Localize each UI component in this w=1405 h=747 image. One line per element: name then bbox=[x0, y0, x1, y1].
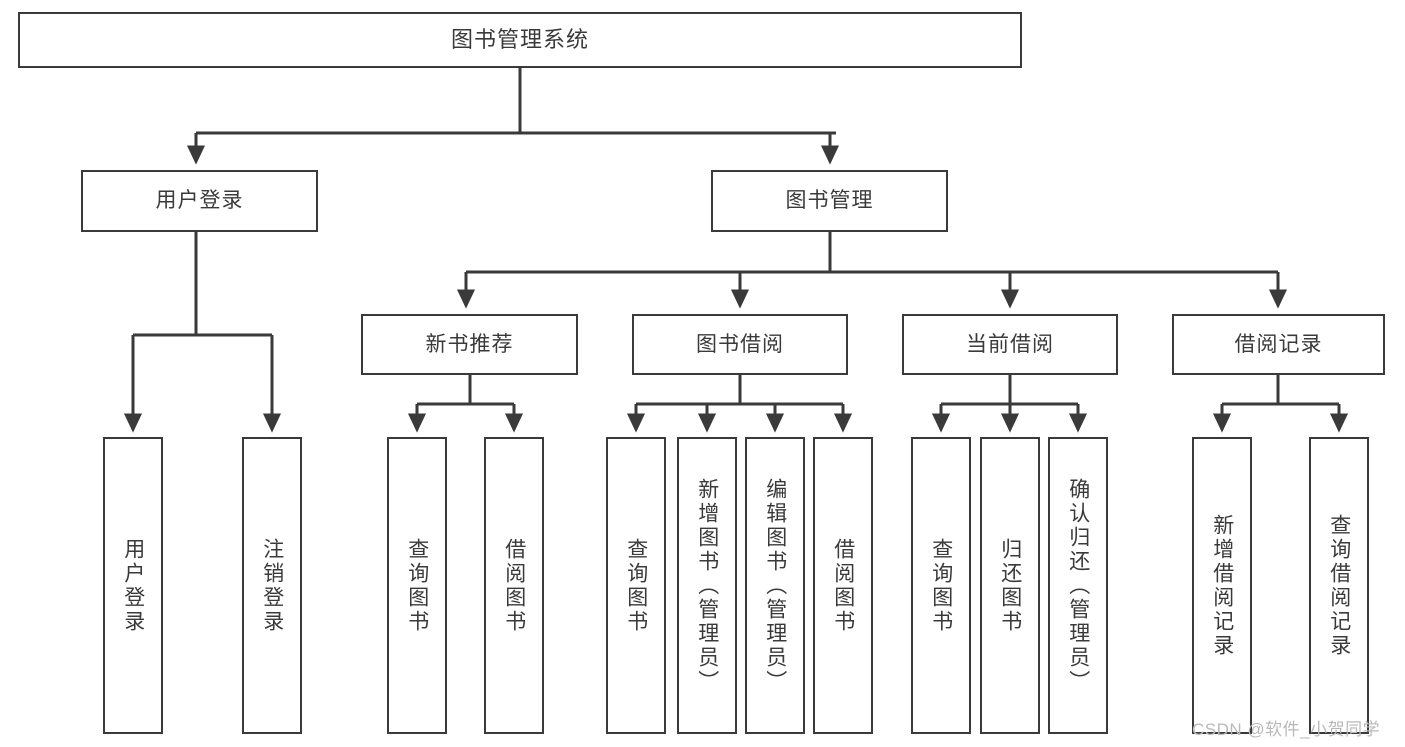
node-leaf-query-books-recommendation[interactable]: 查询图书 bbox=[387, 437, 447, 734]
node-current-borrowing[interactable]: 当前借阅 bbox=[902, 314, 1118, 375]
watermark-text: CSDN @软件_小贺同学 bbox=[1192, 720, 1381, 739]
node-leaf-user-login[interactable]: 用户登录 bbox=[103, 437, 163, 734]
node-label: 图书管理系统 bbox=[450, 26, 589, 52]
node-label: 编辑图书（管理员） bbox=[763, 477, 787, 694]
node-book-management[interactable]: 图书管理 bbox=[711, 170, 948, 232]
node-leaf-query-books-current[interactable]: 查询图书 bbox=[911, 437, 971, 734]
node-label: 图书借阅 bbox=[696, 332, 784, 356]
node-borrowing-records[interactable]: 借阅记录 bbox=[1172, 314, 1385, 375]
node-label: 用户登录 bbox=[121, 537, 145, 634]
node-leaf-confirm-return-admin[interactable]: 确认归还（管理员） bbox=[1048, 437, 1108, 734]
node-label: 查询图书 bbox=[624, 537, 648, 634]
node-leaf-logout[interactable]: 注销登录 bbox=[242, 437, 302, 734]
node-label: 新增图书（管理员） bbox=[695, 477, 719, 694]
node-leaf-add-book-admin[interactable]: 新增图书（管理员） bbox=[677, 437, 737, 734]
node-new-book-recommendation[interactable]: 新书推荐 bbox=[361, 314, 578, 375]
node-leaf-edit-book-admin[interactable]: 编辑图书（管理员） bbox=[745, 437, 805, 734]
node-label: 查询图书 bbox=[405, 537, 429, 634]
node-label: 确认归还（管理员） bbox=[1066, 477, 1090, 694]
node-user-login[interactable]: 用户登录 bbox=[81, 170, 318, 232]
node-label: 图书管理 bbox=[785, 189, 874, 213]
node-book-borrowing[interactable]: 图书借阅 bbox=[632, 314, 848, 375]
node-label: 查询借阅记录 bbox=[1327, 513, 1351, 658]
node-leaf-query-books-borrowing[interactable]: 查询图书 bbox=[606, 437, 666, 734]
node-leaf-borrow-books[interactable]: 借阅图书 bbox=[813, 437, 873, 734]
node-label: 借阅图书 bbox=[502, 537, 526, 634]
node-label: 归还图书 bbox=[998, 537, 1022, 634]
node-leaf-borrow-books-recommendation[interactable]: 借阅图书 bbox=[484, 437, 544, 734]
node-label: 借阅记录 bbox=[1234, 332, 1323, 356]
node-leaf-query-borrow-record[interactable]: 查询借阅记录 bbox=[1309, 437, 1369, 734]
node-label: 当前借阅 bbox=[966, 332, 1054, 356]
node-label: 新增借阅记录 bbox=[1210, 513, 1234, 658]
node-leaf-return-books[interactable]: 归还图书 bbox=[980, 437, 1040, 734]
node-label: 新书推荐 bbox=[425, 332, 514, 356]
node-label: 查询图书 bbox=[929, 537, 953, 634]
node-leaf-add-borrow-record[interactable]: 新增借阅记录 bbox=[1192, 437, 1252, 734]
node-label: 用户登录 bbox=[155, 189, 244, 213]
node-root-book-management-system[interactable]: 图书管理系统 bbox=[18, 12, 1022, 68]
node-label: 借阅图书 bbox=[831, 537, 855, 634]
node-label: 注销登录 bbox=[260, 537, 284, 634]
